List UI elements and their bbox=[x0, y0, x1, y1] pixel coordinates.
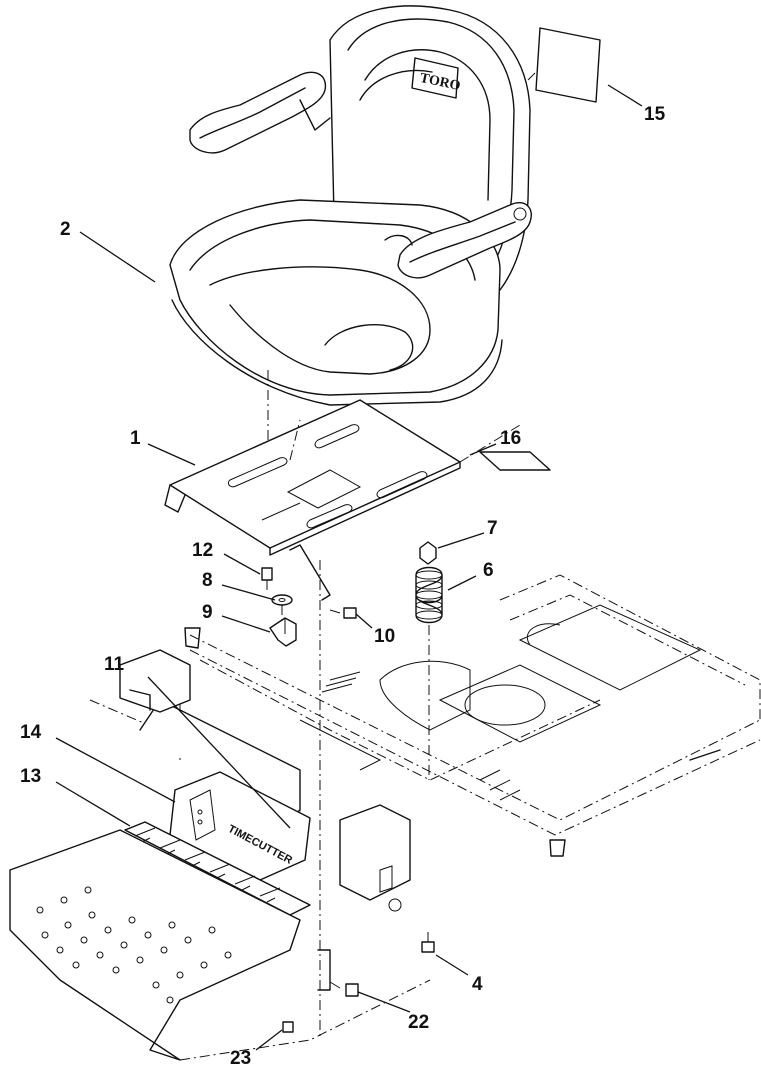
callout-7: 7 bbox=[487, 518, 498, 539]
callout-8: 8 bbox=[202, 570, 213, 591]
callout-1: 1 bbox=[130, 428, 141, 449]
knob-9 bbox=[269, 617, 297, 647]
callout-4: 4 bbox=[472, 974, 483, 995]
spring-6 bbox=[415, 566, 443, 624]
footrest-holes bbox=[36, 886, 232, 1004]
callout-12: 12 bbox=[192, 540, 213, 561]
callout-10: 10 bbox=[374, 626, 395, 647]
callout-23: 23 bbox=[230, 1048, 251, 1069]
bracket bbox=[317, 949, 331, 991]
callout-14: 14 bbox=[20, 722, 42, 743]
footrest-plate bbox=[9, 829, 431, 1061]
nut-23 bbox=[282, 1021, 294, 1033]
bolt-10 bbox=[329, 607, 357, 619]
decal-15 bbox=[527, 27, 601, 103]
nut-7 bbox=[419, 541, 437, 565]
callout-16: 16 bbox=[500, 428, 521, 449]
decal-13 bbox=[124, 821, 311, 916]
right-armrest bbox=[384, 202, 532, 279]
callout-22: 22 bbox=[408, 1012, 429, 1033]
callout-9: 9 bbox=[202, 602, 213, 623]
console-assembly: TIMECUTTER bbox=[119, 649, 411, 916]
callout-2: 2 bbox=[60, 219, 71, 240]
callout-15: 15 bbox=[644, 104, 666, 125]
callout-6: 6 bbox=[483, 560, 494, 581]
bolt-22 bbox=[329, 981, 359, 997]
bolt-12 bbox=[261, 567, 273, 590]
left-armrest bbox=[189, 71, 331, 154]
seat-assembly: TORO bbox=[169, 5, 532, 520]
callout-labels: 1 2 4 6 7 8 9 10 11 12 13 14 15 16 22 23 bbox=[20, 104, 666, 1069]
callout-11: 11 bbox=[104, 654, 125, 675]
callout-13: 13 bbox=[20, 766, 41, 787]
decal-14: TIMECUTTER bbox=[169, 771, 311, 881]
leader-lines bbox=[55, 84, 643, 1051]
decal-16 bbox=[479, 451, 551, 471]
bolt-4 bbox=[421, 932, 435, 953]
seat-plate bbox=[164, 399, 521, 601]
